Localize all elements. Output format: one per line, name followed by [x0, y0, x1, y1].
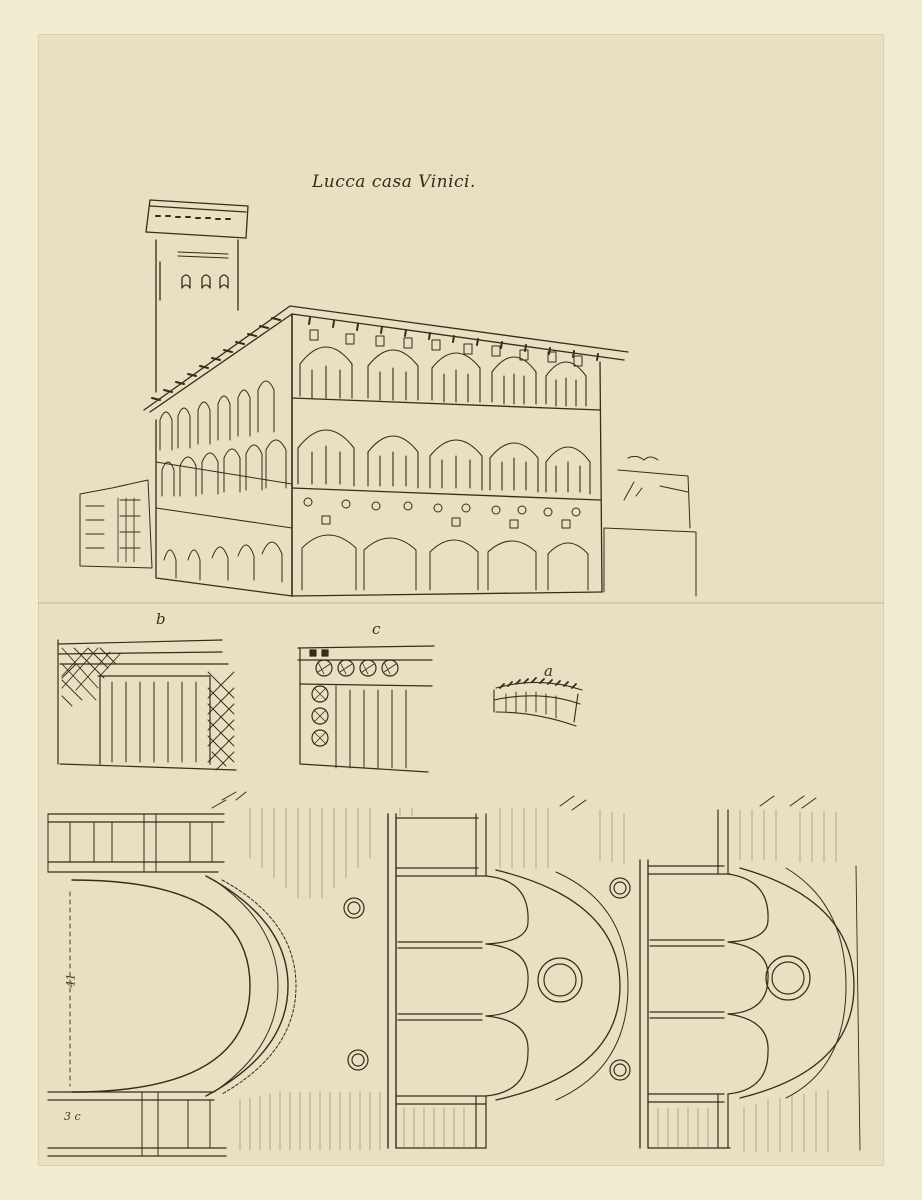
- detail-a: [493, 677, 583, 727]
- detail-label-b: b: [156, 610, 166, 628]
- detail-label-a: a: [544, 662, 553, 680]
- detail-c: [297, 645, 435, 773]
- detail-b: [57, 639, 237, 771]
- dimension-label-vertical: 41: [64, 973, 78, 988]
- drawing-sheet: [38, 34, 884, 1166]
- paper-fold: [38, 602, 884, 604]
- plan-right: [639, 795, 861, 1153]
- dimension-label-bottom: 3 c: [64, 1110, 81, 1123]
- building-perspective: [79, 199, 697, 597]
- sheet-title: Lucca casa Vinici.: [312, 172, 476, 192]
- plan-left: [47, 791, 381, 1157]
- plan-middle: [387, 795, 631, 1149]
- detail-label-c: c: [372, 620, 381, 638]
